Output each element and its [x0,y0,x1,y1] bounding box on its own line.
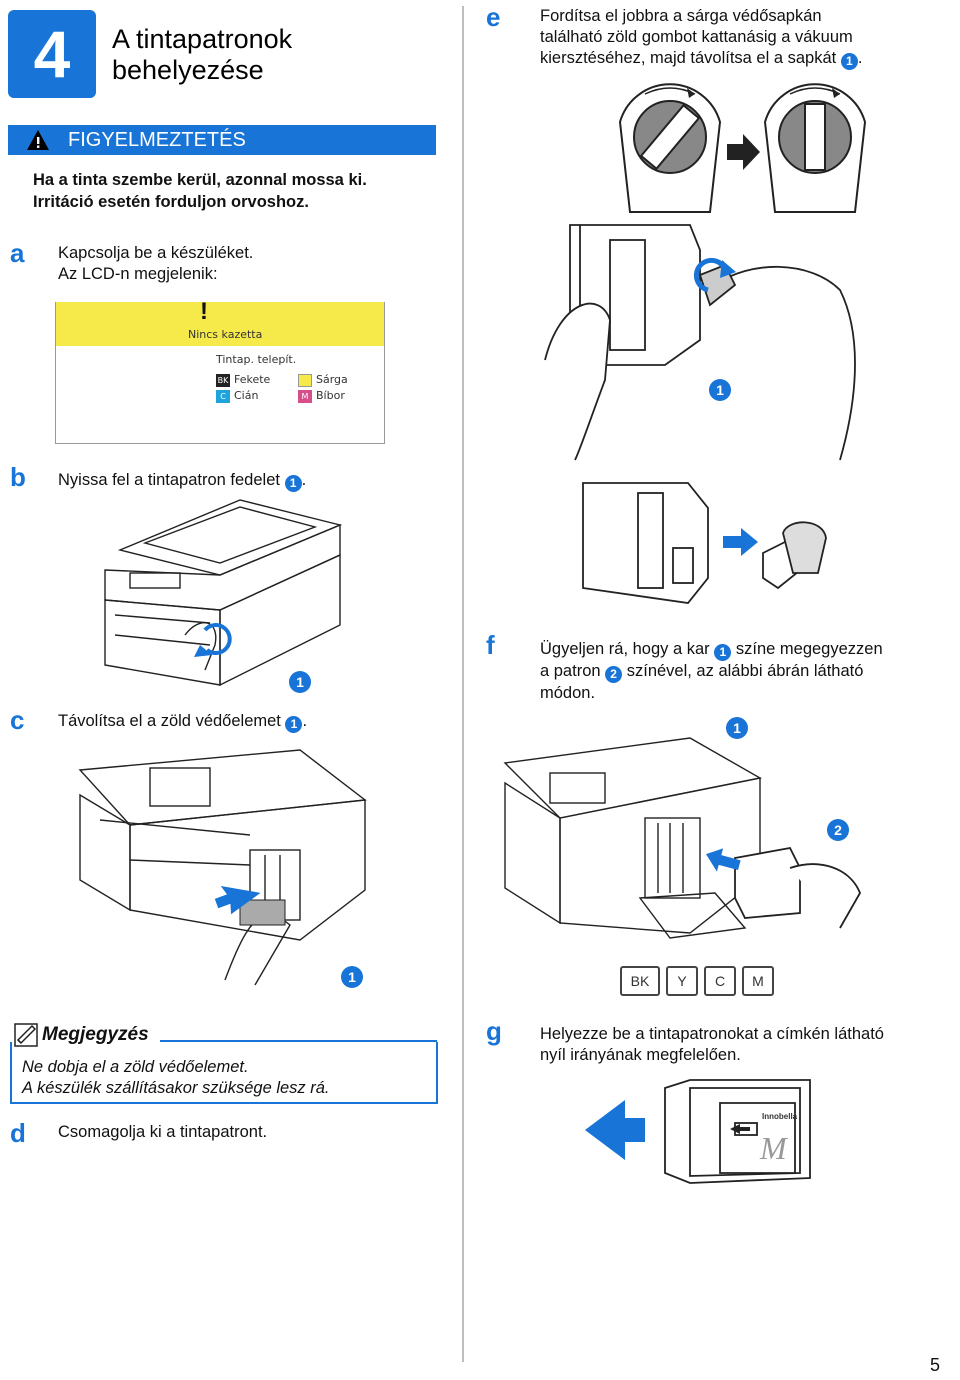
step-d-text: Csomagolja ki a tintapatront. [58,1123,268,1141]
ink-chip: BK [216,373,230,387]
callout-1: 1 [714,644,732,661]
warning-text: Ha a tinta szembe kerül, azonnal mossa k… [33,169,433,213]
lcd-item-yellow: Sárga [298,373,348,387]
lcd-exclaim: ! [200,298,208,325]
ink-label-magenta: M [742,966,774,996]
warning-text-line: Ha a tinta szembe kerül, azonnal mossa k… [33,171,367,189]
cap-rotate-illustration [618,83,867,213]
step-f-text: Ügyeljen rá, hogy a kar 1 színe megegyez… [540,639,950,704]
lcd-item-label: Fekete [234,373,271,386]
step-e-line: található zöld gombot kattanásig a vákuu… [540,28,853,46]
callout-2-marker [827,819,849,841]
callout-1-marker [341,966,363,988]
note-line: Ne dobja el a zöld védőelemet. [22,1058,249,1076]
ink-chip: M [298,389,312,403]
svg-text:1: 1 [296,674,304,690]
note-body: Ne dobja el a zöld védőelemet. A készülé… [22,1057,432,1099]
step-g-line: Helyezze be a tintapatronokat a címkén l… [540,1025,884,1043]
step-b-label: Nyissa fel a tintapatron fedelet [58,471,280,489]
ink-chip: C [216,389,230,403]
callout-1-marker [289,671,311,693]
printer-open-cover-illustration: 1 [104,499,343,693]
step-f-line: színével, az alábbi ábrán látható [626,662,864,680]
warning-bar: FIGYELMEZTETÉS [8,125,436,155]
ink-color-labels: BK Y C M [620,966,780,996]
warning-label: FIGYELMEZTETÉS [68,128,246,151]
note-line: A készülék szállításakor szüksége lesz r… [22,1079,330,1097]
step-letter-g: g [486,1016,502,1046]
cartridge-cap-removed-illustration [582,482,827,604]
cartridge-color-letter: M [760,1130,787,1166]
cartridge-insert-direction-illustration [585,1079,811,1184]
callout-1: 1 [840,53,858,70]
step-letter-c: c [10,705,25,735]
step-f-line: Ügyeljen rá, hogy a kar [540,640,710,658]
step-c-text: Távolítsa el a zöld védőelemet 1. [58,712,308,733]
page-number: 5 [930,1355,941,1375]
callout-1: 1 [285,716,303,733]
lcd-item-cyan: C Cián [216,389,258,403]
lcd-item-label: Cián [234,389,259,402]
step-number-badge: 4 [8,10,96,98]
note-header: Megjegyzés [10,1022,438,1048]
lcd-install-label: Tintap. telepít. [216,353,297,366]
callout-1-marker [726,717,748,739]
printer-remove-protector-illustration: 1 [78,749,367,988]
step-e-line: Fordítsa el jobbra a sárga védősapkán [540,7,822,25]
step-g-line: nyíl irányának megfelelően. [540,1046,741,1064]
step-f-line: a patron [540,662,601,680]
lcd-item-label: Bíbor [316,389,345,402]
step-g-text: Helyezze be a tintapatronokat a címkén l… [540,1024,950,1066]
lcd-no-cartridge: Nincs kazetta [188,328,263,341]
lcd-item-black: BK Fekete [216,373,270,387]
step-letter-d: d [10,1118,26,1148]
svg-text:1: 1 [348,969,356,985]
note-title: Megjegyzés [42,1024,149,1045]
page-title: A tintapatronok behelyezése [112,24,293,85]
ink-chip [298,373,312,387]
svg-text:1: 1 [716,382,724,398]
callout-1-marker [709,379,731,401]
svg-text:2: 2 [834,822,842,838]
step-f-line: színe megegyezzen [735,640,883,658]
insert-direction-arrow-icon [585,1100,645,1160]
step-letter-a: a [10,238,25,268]
printer-color-match-illustration: 1 2 [503,717,861,939]
lcd-item-label: Sárga [316,373,348,386]
remove-cap-hands-illustration: 1 [544,224,856,461]
ink-label-yellow: Y [666,966,698,996]
lcd-screen [55,302,385,444]
step-a-line: Az LCD-n megjelenik: [58,265,218,283]
step-e-line: kiersztéséhez, majd távolítsa el a sapká… [540,49,837,67]
step-f-line: módon. [540,684,596,702]
note-rule [160,1040,437,1042]
column-divider [462,6,464,1362]
step-e-text: Fordítsa el jobbra a sárga védősapkán ta… [540,6,950,70]
callout-1: 1 [284,475,302,492]
ink-label-cyan: C [704,966,736,996]
step-c-label: Távolítsa el a zöld védőelemet [58,712,281,730]
cartridge-brand-label: Innobella [762,1112,798,1121]
lcd-item-magenta: M Bíbor [298,389,345,403]
note-pencil-icon [14,1023,38,1047]
step-letter-f: f [486,630,495,660]
step-a-text: Kapcsolja be a készüléket. Az LCD-n megj… [58,243,438,285]
warning-text-line: Irritáció esetén forduljon orvoshoz. [33,193,309,211]
callout-2: 2 [605,666,623,683]
step-letter-b: b [10,462,26,492]
note-box [10,1042,438,1104]
step-b-text: Nyissa fel a tintapatron fedelet 1. [58,471,307,492]
ink-label-black: BK [620,966,660,996]
lcd-header [55,302,385,346]
step-a-line: Kapcsolja be a készüléket. [58,244,254,262]
warning-triangle-icon [8,125,68,155]
svg-text:1: 1 [733,720,741,736]
step-letter-e: e [486,2,501,32]
